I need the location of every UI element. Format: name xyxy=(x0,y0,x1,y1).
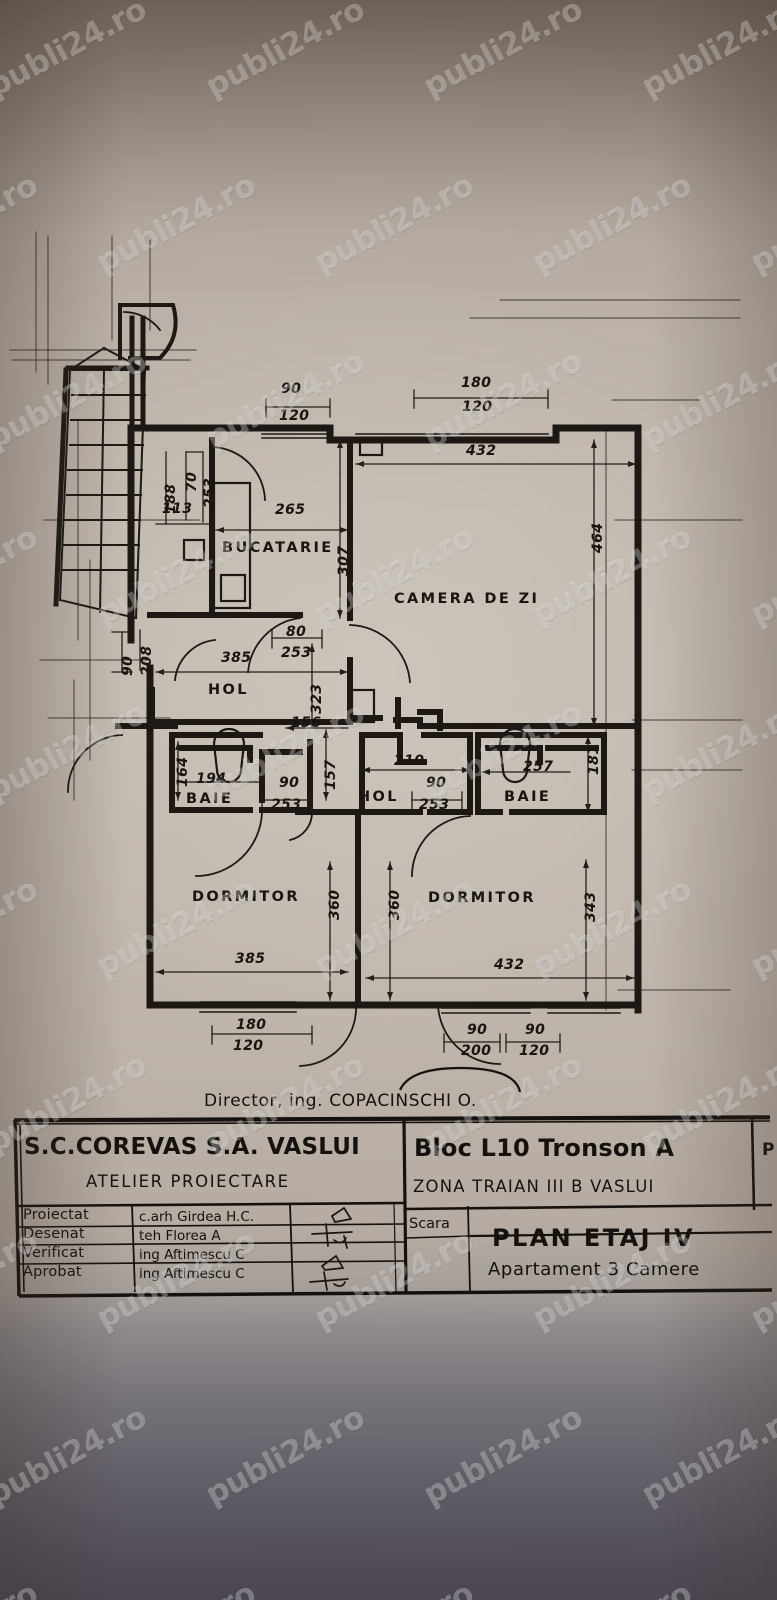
dim-253-d: 253 xyxy=(419,797,450,813)
dim-80: 80 xyxy=(286,624,307,640)
dim-253-c: 253 xyxy=(271,797,302,813)
dim-432-top: 432 xyxy=(466,443,497,459)
dim-210: 210 xyxy=(394,753,425,769)
room-label-hol-2: HOL xyxy=(358,789,399,805)
dim-265: 265 xyxy=(275,502,306,518)
dim-257: 257 xyxy=(523,759,554,775)
dim-180-bot: 180 xyxy=(236,1017,267,1033)
dim-113: 113 xyxy=(162,501,193,517)
room-label-baie-2: BAIE xyxy=(504,789,552,805)
room-label-bucatarie: BUCATARIE xyxy=(222,540,334,556)
room-label-hol-1: HOL xyxy=(208,682,249,698)
dim-194: 194 xyxy=(196,771,227,787)
dim-200-bot: 200 xyxy=(461,1043,492,1059)
dim-120-bot2: 120 xyxy=(519,1043,550,1059)
dim-180-top: 180 xyxy=(461,375,492,391)
dim-90-bot2: 90 xyxy=(525,1022,546,1038)
dim-360-a: 360 xyxy=(327,889,343,920)
dim-181: 181 xyxy=(586,744,602,775)
dim-120-top: 120 xyxy=(279,408,310,424)
dim-90-top: 90 xyxy=(281,381,302,397)
room-label-dormitor-2: DORMITOR xyxy=(428,890,536,906)
dim-323: 323 xyxy=(309,683,325,714)
dim-157: 157 xyxy=(323,759,339,790)
dim-343: 343 xyxy=(583,891,599,922)
room-label-baie-1: BAIE xyxy=(186,791,234,807)
dim-70: 70 xyxy=(184,471,200,492)
dim-208: 208 xyxy=(139,645,155,676)
dim-360-b: 360 xyxy=(387,889,403,920)
dim-164: 164 xyxy=(175,756,191,787)
room-label-dormitor-1: DORMITOR xyxy=(192,889,300,905)
dim-90-baie2: 90 xyxy=(426,775,447,791)
dim-188: 188 xyxy=(163,483,179,514)
room-label-camera-zi: CAMERA DE ZI xyxy=(394,591,540,607)
dim-385-hol: 385 xyxy=(221,650,252,666)
dim-120-top2: 120 xyxy=(462,399,493,415)
dim-432-dorm: 432 xyxy=(494,957,525,973)
dim-156: 156 xyxy=(291,715,322,731)
dim-464: 464 xyxy=(590,522,606,553)
dim-253-b: 253 xyxy=(281,645,312,661)
dim-385-dorm: 385 xyxy=(235,951,266,967)
dim-90-baie1: 90 xyxy=(279,775,300,791)
dim-253-a: 253 xyxy=(202,477,218,508)
dim-307: 307 xyxy=(336,545,352,576)
dim-120-bot: 120 xyxy=(233,1038,264,1054)
dim-90-left: 90 xyxy=(120,655,136,676)
dim-90-bot1: 90 xyxy=(467,1022,488,1038)
